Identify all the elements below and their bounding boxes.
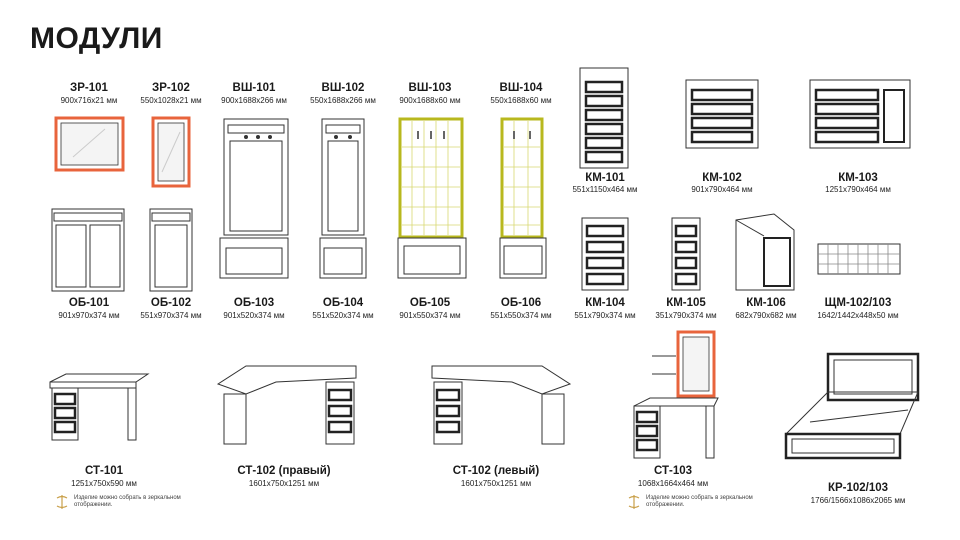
desk-st102-left <box>431 365 572 445</box>
panel-vsh103 <box>398 117 464 239</box>
module-code: ЩМ-102/103 <box>824 297 892 309</box>
bench-ob106 <box>499 237 547 279</box>
module-code: КМ-103 <box>838 172 878 184</box>
module-dims: 1068x1664x464 мм <box>637 479 709 488</box>
module-code: СТ-102 (левый) <box>452 465 540 477</box>
chest-km101 <box>579 67 629 169</box>
module-dims: 550x1688x266 мм <box>310 96 376 105</box>
chest-km102 <box>685 79 759 149</box>
module-code: КМ-102 <box>702 172 742 184</box>
chest-km105 <box>671 217 701 291</box>
module-code: ОБ-106 <box>500 297 542 309</box>
module-dims: 901x970x374 мм <box>58 311 120 320</box>
bench-ob105 <box>397 237 467 279</box>
bed-kr102 <box>784 352 920 460</box>
hanger-vsh102 <box>321 118 365 236</box>
module-dims: 1601x750x1251 мм <box>248 479 320 488</box>
mirror-note: Изделие можно собрать в зеркальном отобр… <box>646 495 753 508</box>
mirror-zr101 <box>54 116 125 172</box>
bench-ob104 <box>319 237 367 279</box>
module-dims: 1251x790x464 мм <box>825 185 891 194</box>
module-dims: 1766/1566x1086x2065 мм <box>810 496 906 505</box>
module-code: КМ-101 <box>585 172 625 184</box>
module-code: ВШ-101 <box>232 82 276 94</box>
module-code: ЗР-102 <box>152 82 190 94</box>
module-dims: 1642/1442x448x50 мм <box>817 311 899 320</box>
module-code: ВШ-104 <box>499 82 543 94</box>
module-dims: 900x1688x266 мм <box>221 96 287 105</box>
module-code: ОБ-102 <box>150 297 192 309</box>
module-dims: 551x970x374 мм <box>140 311 202 320</box>
chest-km103 <box>809 79 911 149</box>
module-code: ВШ-102 <box>321 82 365 94</box>
hanger-vsh101 <box>223 118 289 236</box>
module-dims: 682x790x682 мм <box>735 311 797 320</box>
module-code: КР-102/103 <box>827 482 889 494</box>
mirror-assembly-icon <box>628 495 640 509</box>
module-dims: 551x550x374 мм <box>490 311 552 320</box>
module-dims: 551x1150x464 мм <box>572 185 638 194</box>
module-dims: 900x1688x60 мм <box>399 96 461 105</box>
module-dims: 901x550x374 мм <box>399 311 461 320</box>
chest-km104 <box>581 217 629 291</box>
module-code: СТ-102 (правый) <box>237 465 331 477</box>
module-dims: 351x790x374 мм <box>655 311 717 320</box>
corner-km106 <box>735 213 795 291</box>
module-code: СТ-101 <box>84 465 124 477</box>
module-dims: 900x716x21 мм <box>60 96 118 105</box>
module-code: КМ-105 <box>666 297 706 309</box>
module-code: СТ-103 <box>653 465 693 477</box>
dresser-st103 <box>633 330 719 459</box>
desk-st102-right <box>216 365 357 445</box>
module-code: ОБ-104 <box>322 297 364 309</box>
module-dims: 1251x750x590 мм <box>71 479 137 488</box>
cabinet-ob101 <box>51 208 125 292</box>
module-code: КМ-104 <box>585 297 625 309</box>
desk-st101 <box>49 373 150 441</box>
module-dims: 1601x750x1251 мм <box>460 479 532 488</box>
module-code: ОБ-103 <box>233 297 275 309</box>
module-dims: 550x1028x21 мм <box>140 96 202 105</box>
mirror-zr102 <box>151 116 191 188</box>
headboard-shm102 <box>817 243 901 275</box>
bench-ob103 <box>219 237 289 279</box>
module-dims: 551x790x374 мм <box>574 311 636 320</box>
module-dims: 901x790x464 мм <box>691 185 753 194</box>
module-code: ВШ-103 <box>408 82 452 94</box>
module-dims: 550x1688x60 мм <box>490 96 552 105</box>
module-code: ОБ-105 <box>409 297 451 309</box>
cabinet-ob102 <box>149 208 193 292</box>
module-code: ОБ-101 <box>68 297 110 309</box>
module-dims: 551x520x374 мм <box>312 311 374 320</box>
mirror-note: Изделие можно собрать в зеркальном отобр… <box>74 495 181 508</box>
module-code: ЗР-101 <box>70 82 108 94</box>
page-title: МОДУЛИ <box>30 22 163 55</box>
mirror-assembly-icon <box>56 495 68 509</box>
module-dims: 901x520x374 мм <box>223 311 285 320</box>
panel-vsh104 <box>500 117 544 239</box>
module-code: КМ-106 <box>746 297 786 309</box>
